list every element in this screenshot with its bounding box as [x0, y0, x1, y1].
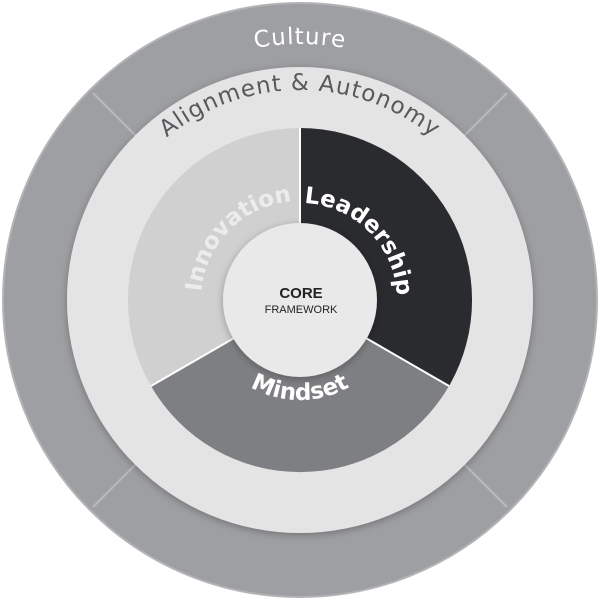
center-subtitle: FRAMEWORK — [265, 304, 338, 316]
center-circle — [223, 223, 377, 377]
outer-ring-dividers — [92, 92, 508, 508]
outer-ring-label: Culture — [252, 24, 348, 54]
center-hub: CORE FRAMEWORK — [223, 223, 377, 377]
center-title: CORE — [279, 285, 322, 302]
